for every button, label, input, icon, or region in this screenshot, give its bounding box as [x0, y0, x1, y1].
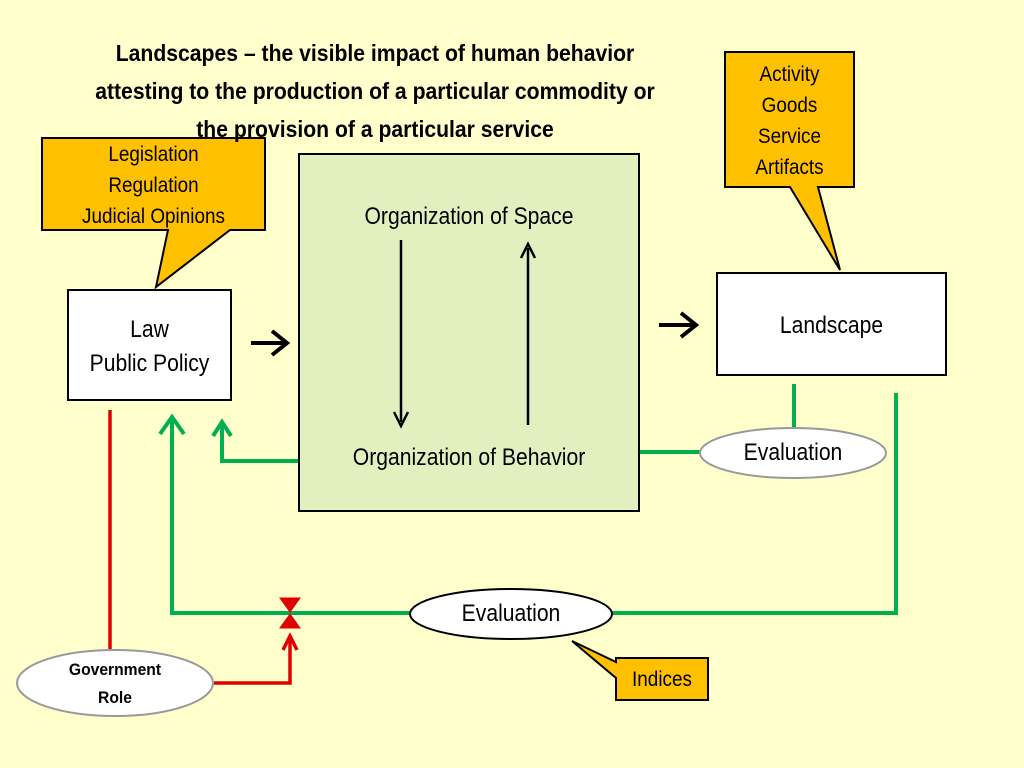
callout-landscape-line-3: Service: [757, 125, 822, 148]
arrow-center-to-landscape: [659, 311, 700, 339]
government-role-line-2: Role: [98, 688, 132, 707]
callout-law-line-2: Regulation: [108, 174, 199, 197]
callout-landscape-line-1: Activity: [759, 63, 820, 86]
evaluation-upper-label: Evaluation: [743, 439, 843, 466]
arrow-behavior-to-space-head: [519, 241, 537, 259]
indices-callout-shape: [571, 640, 709, 701]
evaluation-lower-ellipse: [409, 588, 613, 640]
organization-of-space-label: Organization of Space: [364, 203, 574, 230]
callout-law-text: Legislation Regulation Judicial Opinions: [53, 139, 254, 232]
indices-label: Indices: [632, 668, 692, 691]
organization-of-behavior-label: Organization of Behavior: [352, 444, 586, 471]
arrow-space-to-behavior-head: [392, 411, 410, 429]
law-box-line-2: Public Policy: [89, 350, 210, 377]
landscape-box: [716, 272, 947, 376]
evaluation-upper-ellipse: [699, 427, 887, 479]
law-box-text: Law Public Policy: [78, 313, 221, 381]
callout-law-line-3: Judicial Opinions: [82, 205, 225, 228]
green-feedback-small: [211, 418, 298, 463]
landscape-label: Landscape: [779, 312, 884, 339]
callout-law-line-1: Legislation: [108, 143, 199, 166]
callout-law-shape: [41, 137, 266, 290]
red-arrowhead-up: [281, 632, 299, 651]
red-line-government-to-valve: [214, 640, 292, 685]
law-box: [67, 289, 232, 401]
title-line-3: the provision of a particular service: [196, 116, 554, 142]
title-line-2: attesting to the production of a particu…: [95, 78, 655, 104]
law-box-line-1: Law: [130, 316, 169, 343]
green-feedback-large: [158, 393, 898, 615]
arrow-law-to-center: [251, 329, 291, 357]
government-role-ellipse: [16, 649, 214, 717]
diagram-title: Landscapes – the visible impact of human…: [67, 34, 683, 148]
government-role-label: Government Role: [25, 656, 205, 712]
valve-icon: [279, 597, 301, 629]
callout-landscape-text: Activity Goods Service Artifacts: [731, 59, 847, 183]
callout-landscape-line-4: Artifacts: [755, 156, 824, 179]
evaluation-lower-label: Evaluation: [461, 600, 561, 627]
government-role-line-1: Government: [68, 660, 162, 679]
callout-landscape-line-2: Goods: [761, 94, 818, 117]
callout-landscape-shape: [724, 51, 855, 271]
center-box: [298, 153, 640, 512]
title-line-1: Landscapes – the visible impact of human…: [115, 40, 635, 66]
